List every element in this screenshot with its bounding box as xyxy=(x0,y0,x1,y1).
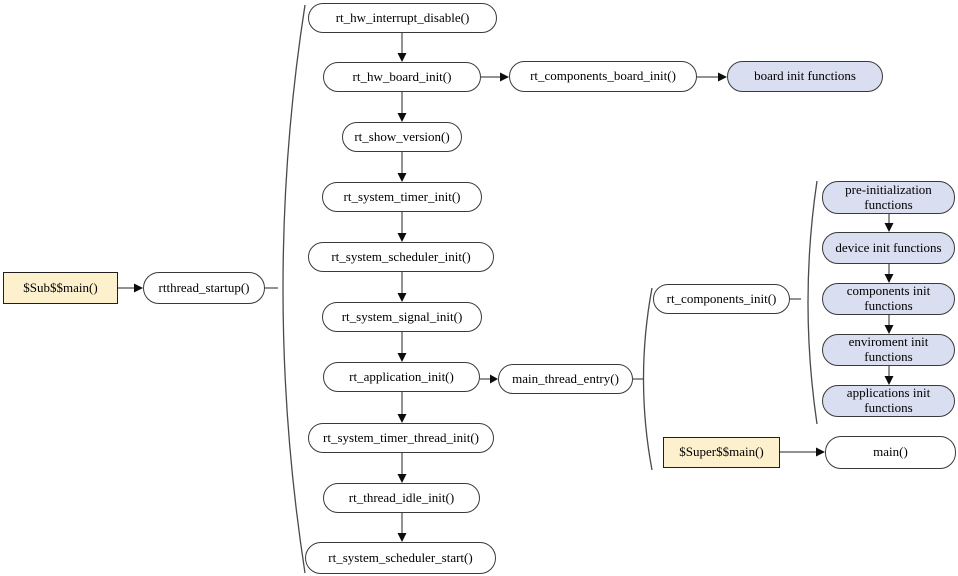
arrowhead xyxy=(884,274,894,283)
arrowhead xyxy=(397,233,407,242)
arrowhead xyxy=(884,376,894,385)
arrowhead xyxy=(397,533,407,542)
node-rt-hw-interrupt-disable: rt_hw_interrupt_disable() xyxy=(308,3,497,33)
node-rt-thread-idle-init: rt_thread_idle_init() xyxy=(323,483,480,513)
arrowhead xyxy=(397,414,407,423)
node-rt-system-scheduler-start: rt_system_scheduler_start() xyxy=(305,542,496,574)
left-paren-startup-group xyxy=(282,4,306,574)
arrowhead xyxy=(397,474,407,483)
node-pre-initialization-functions: pre-initialization functions xyxy=(822,181,955,214)
node-rt-system-signal-init: rt_system_signal_init() xyxy=(322,302,482,332)
node-super-main: $Super$$main() xyxy=(663,437,780,468)
node-board-init-functions: board init functions xyxy=(727,61,883,92)
node-sub-main: $Sub$$main() xyxy=(3,272,118,304)
arrowhead xyxy=(397,113,407,122)
node-rt-components-board-init: rt_components_board_init() xyxy=(509,61,697,92)
node-rt-show-version: rt_show_version() xyxy=(342,122,462,152)
node-rt-application-init: rt_application_init() xyxy=(323,362,480,392)
arrowhead xyxy=(397,293,407,302)
arrowhead xyxy=(397,353,407,362)
arrowhead xyxy=(397,53,407,62)
node-device-init-functions: device init functions xyxy=(822,232,955,264)
left-paren-init-groups xyxy=(807,180,818,425)
node-rt-system-timer-thread-init: rt_system_timer_thread_init() xyxy=(308,423,494,453)
node-main: main() xyxy=(825,436,956,469)
arrowhead xyxy=(816,447,825,457)
node-applications-init-functions: applications init functions xyxy=(822,385,955,417)
arrowhead xyxy=(884,223,894,232)
node-enviroment-init-functions: enviroment init functions xyxy=(822,334,955,366)
node-rt-system-scheduler-init: rt_system_scheduler_init() xyxy=(308,242,494,272)
node-components-init-functions: components init functions xyxy=(822,283,955,315)
arrowhead xyxy=(884,325,894,334)
left-paren-thread-group xyxy=(642,287,653,471)
arrowhead xyxy=(500,72,509,82)
arrowhead xyxy=(490,374,498,384)
arrowhead xyxy=(718,72,727,82)
node-rt-hw-board-init: rt_hw_board_init() xyxy=(323,62,481,92)
arrowhead xyxy=(134,283,143,293)
arrowhead xyxy=(397,173,407,182)
node-rt-system-timer-init: rt_system_timer_init() xyxy=(322,182,482,212)
node-rt-components-init: rt_components_init() xyxy=(653,284,790,314)
node-rtthread-startup: rtthread_startup() xyxy=(143,272,265,304)
node-main-thread-entry: main_thread_entry() xyxy=(498,364,633,394)
